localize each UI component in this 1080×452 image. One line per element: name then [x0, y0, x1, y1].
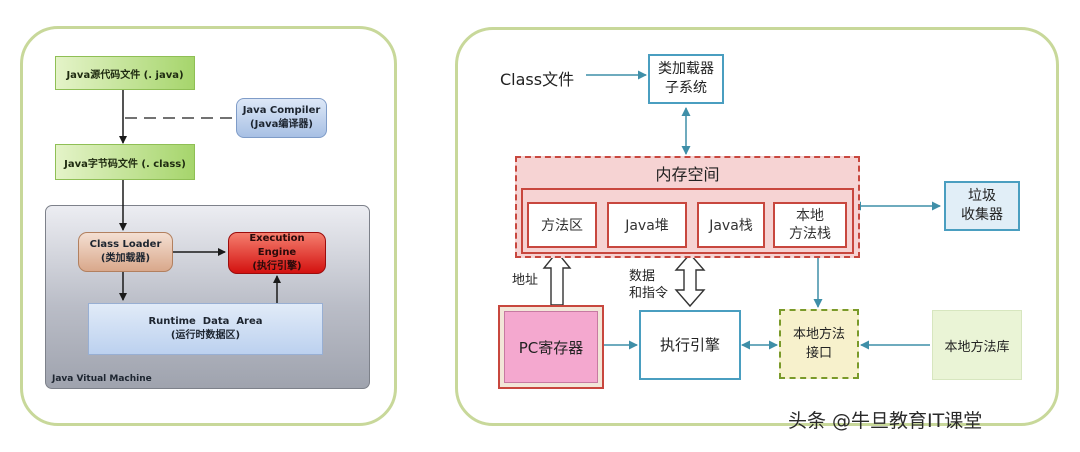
pc-register-box: PC寄存器: [504, 311, 598, 383]
class-loader-box: Class Loader (类加载器): [78, 232, 173, 272]
java-stack-box: Java栈: [697, 202, 765, 248]
class-loader-subsystem-line1: 类加载器: [658, 61, 714, 77]
native-library-label: 本地方法库: [944, 339, 1010, 355]
native-library-box: 本地方法库: [932, 310, 1022, 380]
class-loader-subsystem-box: 类加载器 子系统: [648, 54, 724, 104]
execution-engine-label-right: 执行引擎: [659, 335, 720, 354]
address-label: 地址: [512, 273, 539, 288]
native-method-stack-line2: 方法栈: [789, 226, 831, 242]
class-loader-label-cn: (类加载器): [100, 253, 151, 264]
native-method-stack-line1: 本地: [796, 208, 824, 224]
java-bytecode-file-label: Java字节码文件 (. class): [64, 158, 186, 170]
runtime-data-area-label: Runtime Data Area: [148, 316, 263, 327]
java-bytecode-file-box: Java字节码文件 (. class): [55, 144, 195, 180]
pc-register-label: PC寄存器: [518, 338, 584, 357]
data-instruction-line2: 和指令: [629, 286, 669, 301]
java-compiler-label-cn: (Java编译器): [250, 119, 313, 130]
runtime-data-area-box: Runtime Data Area (运行时数据区): [88, 303, 323, 355]
native-interface-line2: 接口: [805, 346, 832, 361]
jvm-label: Java Vitual Machine: [52, 374, 152, 384]
class-loader-subsystem-line2: 子系统: [665, 80, 707, 96]
native-interface-line1: 本地方法: [792, 327, 845, 342]
java-heap-box: Java堆: [607, 202, 687, 248]
class-file-label: Class文件: [500, 70, 575, 89]
execution-engine-box-right: 执行引擎: [639, 310, 741, 380]
execution-engine-label: Execution Engine: [249, 233, 305, 258]
java-source-file-box: Java源代码文件 (. java): [55, 56, 195, 90]
java-compiler-label: Java Compiler: [242, 105, 321, 116]
class-loader-label: Class Loader: [89, 239, 162, 250]
java-compiler-box: Java Compiler (Java编译器): [236, 98, 327, 138]
data-instruction-line1: 数据: [629, 269, 656, 284]
data-instruction-label: 数据 和指令: [629, 268, 668, 302]
garbage-collector-line1: 垃圾: [968, 188, 996, 204]
method-area-box: 方法区: [527, 202, 597, 248]
native-method-stack-box: 本地 方法栈: [773, 202, 847, 248]
execution-engine-label-cn: (执行引擎): [252, 261, 302, 272]
memory-space-label: 内存空间: [655, 165, 720, 184]
native-interface-box: 本地方法 接口: [779, 309, 859, 379]
garbage-collector-box: 垃圾 收集器: [944, 181, 1020, 231]
execution-engine-box: Execution Engine (执行引擎): [228, 232, 326, 274]
runtime-data-area-label-cn: (运行时数据区): [170, 330, 241, 341]
garbage-collector-line2: 收集器: [961, 207, 1003, 223]
watermark: 头条 @牛旦教育IT课堂: [788, 410, 983, 432]
java-source-file-label: Java源代码文件 (. java): [66, 69, 184, 81]
